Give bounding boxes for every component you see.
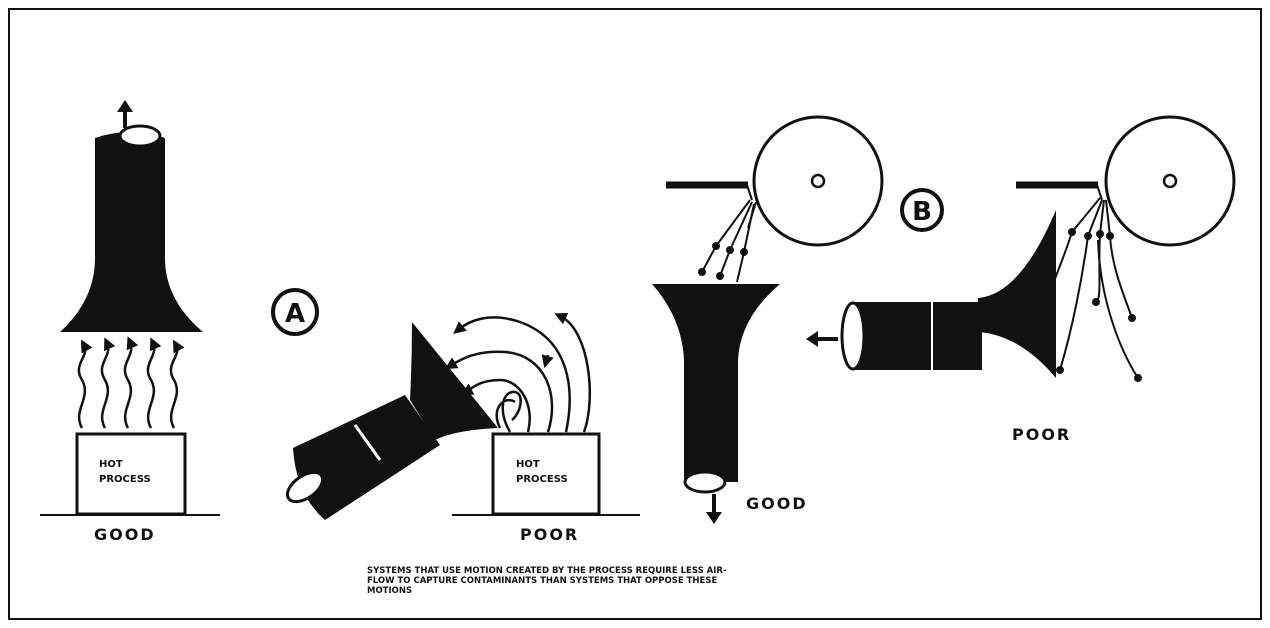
exhaust-arrow-down bbox=[706, 494, 722, 524]
panel-b-poor: POOR bbox=[806, 115, 1236, 444]
panel-a-marker: A bbox=[271, 288, 319, 336]
panel-a-good: HOT PROCESS GOOD bbox=[40, 100, 220, 544]
escaping-air-arrows bbox=[444, 312, 592, 433]
poor-label: POOR bbox=[1012, 425, 1071, 444]
figure-frame bbox=[8, 8, 1262, 620]
panel-b-letter: B bbox=[912, 197, 932, 227]
rising-air-arrows bbox=[77, 336, 185, 429]
panel-b-marker: B bbox=[900, 188, 944, 232]
caption-line-3: MOTIONS bbox=[367, 586, 413, 596]
canopy-hood bbox=[60, 124, 203, 332]
panel-b-good: GOOD bbox=[652, 115, 884, 524]
hot-process-box bbox=[491, 432, 601, 516]
tool-rest bbox=[1016, 181, 1103, 201]
panel-a-letter: A bbox=[285, 299, 305, 329]
good-label: GOOD bbox=[746, 494, 808, 513]
caption-line-1: SYSTEMS THAT USE MOTION CREATED BY THE P… bbox=[367, 566, 727, 576]
exhaust-arrow-up bbox=[117, 100, 133, 128]
hot-process-box bbox=[75, 432, 187, 516]
tool-rest bbox=[666, 181, 753, 201]
process-label: PROCESS bbox=[99, 474, 151, 485]
sideways-hood bbox=[840, 210, 1056, 378]
hot-label: HOT bbox=[99, 459, 123, 470]
grinding-wheel bbox=[1104, 115, 1236, 247]
angled-side-hood bbox=[285, 322, 498, 520]
grinding-wheel bbox=[752, 115, 884, 247]
hot-label: HOT bbox=[516, 459, 540, 470]
downward-hood bbox=[652, 284, 780, 494]
caption-line-2: FLOW TO CAPTURE CONTAMINANTS THAN SYSTEM… bbox=[367, 576, 718, 586]
good-label: GOOD bbox=[94, 525, 156, 544]
particle-streams bbox=[698, 199, 757, 283]
poor-label: POOR bbox=[520, 525, 579, 544]
process-label: PROCESS bbox=[516, 474, 568, 485]
exhaust-arrow-left bbox=[806, 331, 838, 347]
panel-a-poor: HOT PROCESS POOR bbox=[285, 312, 640, 544]
figure-caption: SYSTEMS THAT USE MOTION CREATED BY THE P… bbox=[367, 566, 947, 596]
